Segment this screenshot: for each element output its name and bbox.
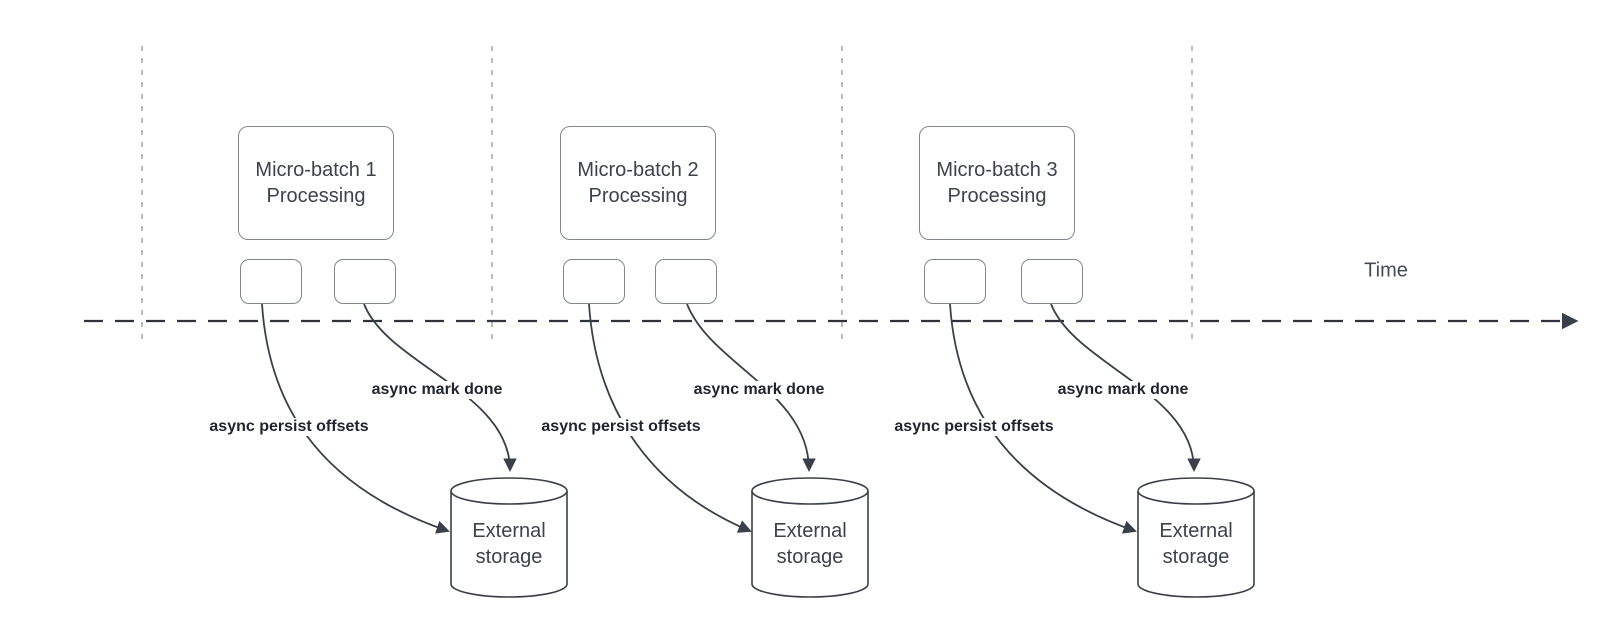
micro-batch-2-label: Micro-batch 2 Processing (577, 159, 699, 207)
external-storage-label-2: External storage (773, 520, 847, 568)
persist-offsets-label-2: async persist offsets (538, 418, 704, 436)
external-storage-label-3: External storage (1159, 520, 1233, 568)
persist-offsets-label-3: async persist offsets (891, 418, 1057, 436)
mark-done-arrow-2 (686, 303, 816, 473)
micro-batch-2-persist-task-box (563, 259, 625, 304)
micro-batch-1-label: Micro-batch 1 Processing (255, 159, 377, 207)
micro-batch-3-mark-task-box (1021, 259, 1083, 304)
mark-done-label-1: async mark done (368, 381, 506, 399)
micro-batch-3-label: Micro-batch 3 Processing (936, 159, 1058, 207)
micro-batch-3-persist-task-box (924, 259, 986, 304)
micro-batch-1-persist-task-box (240, 259, 302, 304)
micro-batch-1-mark-task-box (334, 259, 396, 304)
micro-batch-1-box: Micro-batch 1 Processing (238, 126, 394, 240)
mark-done-label-2: async mark done (690, 381, 828, 399)
time-label: Time (1364, 259, 1408, 282)
mark-done-label-3: async mark done (1054, 381, 1192, 399)
micro-batch-3-box: Micro-batch 3 Processing (919, 126, 1075, 240)
micro-batch-2-box: Micro-batch 2 Processing (560, 126, 716, 240)
micro-batch-2-mark-task-box (655, 259, 717, 304)
persist-offsets-label-1: async persist offsets (206, 418, 372, 436)
mark-done-arrow-3 (1050, 303, 1201, 473)
mark-done-arrow-1 (363, 303, 517, 473)
external-storage-label-1: External storage (472, 520, 546, 568)
external-storage-cylinder-1 (450, 477, 568, 598)
external-storage-cylinder-2 (751, 477, 869, 598)
external-storage-cylinder-3 (1137, 477, 1255, 598)
